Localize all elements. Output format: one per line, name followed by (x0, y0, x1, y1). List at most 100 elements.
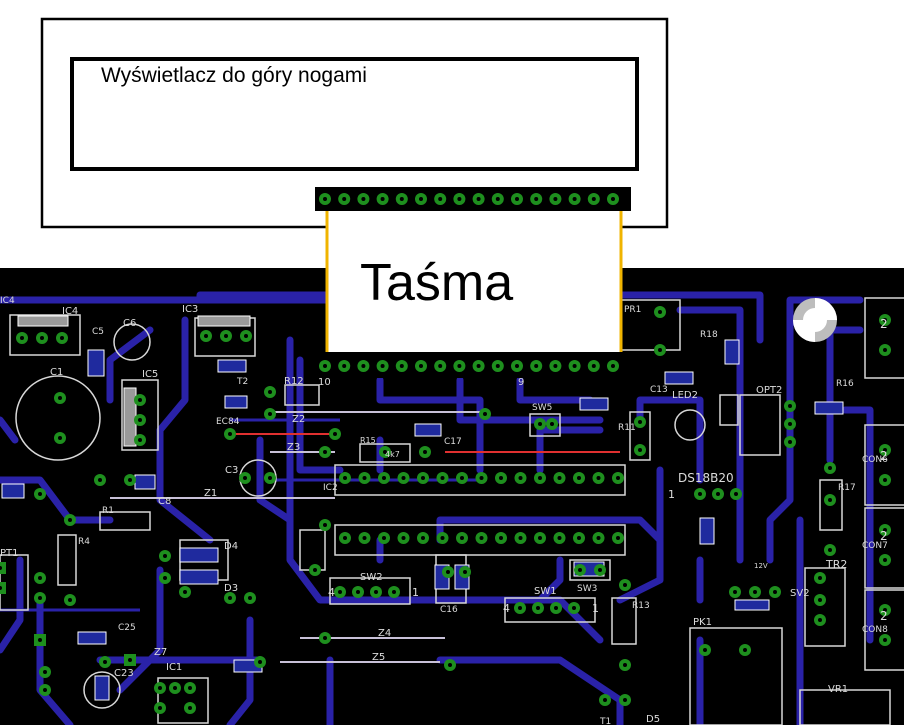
pad-hole (248, 596, 252, 600)
pad-hole (483, 412, 487, 416)
pad-hole (743, 648, 747, 652)
header-pads (319, 193, 619, 372)
pad-hole (158, 706, 162, 710)
pad-hole (228, 432, 232, 436)
smd-component (87, 349, 105, 377)
pad-hole (773, 590, 777, 594)
silk-label-z1: Z1 (204, 488, 217, 499)
silk-label-r17: R17 (838, 483, 856, 493)
silk-label-opt2: OPT2 (756, 385, 782, 396)
pad-hole (460, 536, 464, 540)
pad-hole (421, 536, 425, 540)
pad-hole (38, 596, 42, 600)
pad-hole (591, 197, 596, 201)
pad-hole (68, 598, 72, 602)
silk-label-v12: 12V (754, 562, 768, 570)
pad-hole (883, 478, 887, 482)
pad-hole (383, 450, 387, 454)
pad-hole (818, 598, 822, 602)
pad-hole (538, 536, 542, 540)
pad-hole (60, 336, 64, 340)
pad-hole (828, 466, 832, 470)
pad-hole (479, 476, 484, 480)
pad-hole (623, 583, 627, 587)
pad-hole (616, 536, 620, 540)
pad-hole (361, 364, 366, 368)
pad-hole (224, 334, 228, 338)
pad-hole (463, 570, 467, 574)
silk-label-con6: CON6 (862, 455, 888, 465)
pad-hole (380, 364, 385, 368)
pad-hole (828, 548, 832, 552)
pad-hole (578, 568, 582, 572)
pad-hole (553, 364, 558, 368)
silk-label-ic1: IC1 (166, 662, 182, 673)
silk-label-d3: D3 (224, 583, 238, 594)
pad-hole (38, 576, 42, 580)
silk-label-z4: Z4 (378, 628, 391, 639)
silk-label-con7: CON7 (862, 541, 888, 551)
pad-hole (883, 638, 887, 642)
pad-hole (572, 197, 577, 201)
pad-hole (20, 336, 24, 340)
pad-hole (138, 398, 142, 402)
silk-label-r12: R12 (284, 376, 304, 387)
silk-label-led2: LED2 (672, 390, 698, 401)
ic3-tab (197, 315, 251, 327)
pad-hole (163, 576, 167, 580)
silk-label-z3: Z3 (287, 442, 300, 453)
pad-hole (591, 364, 596, 368)
silk-label-r15v: 4k7 (385, 450, 400, 459)
pad-hole (611, 364, 615, 368)
pad-hole (98, 478, 102, 482)
pad-hole (638, 420, 642, 424)
pad-hole (788, 404, 792, 408)
pad-hole (68, 518, 72, 522)
pad-hole (828, 498, 832, 502)
pad-hole (518, 476, 523, 480)
pad-hole (342, 364, 347, 368)
pad-hole (557, 536, 562, 540)
pad-hole (423, 450, 427, 454)
smd-component (414, 423, 442, 437)
silk-label-r15: R15 (360, 436, 376, 445)
silk-label-z2: Z2 (292, 414, 305, 425)
pad-hole (323, 636, 327, 640)
silk-label-r13: R13 (632, 601, 650, 611)
pad-hole (603, 698, 607, 702)
pad-hole (338, 590, 342, 594)
silk-label-vr1: VR1 (828, 684, 848, 695)
pad-hole (268, 476, 272, 480)
silk-label-r1: R1 (102, 506, 114, 516)
pad-hole (440, 536, 445, 540)
pad-hole (534, 364, 539, 368)
silk-label-c6: C6 (123, 318, 136, 329)
pad-hole (788, 422, 792, 426)
silk-label-ec84: EC84 (216, 417, 240, 427)
display-screen (70, 57, 639, 171)
silk-label-pt1: PT1 (0, 548, 19, 559)
silk-label-d4: D4 (224, 541, 238, 552)
silk-label-t1: T1 (599, 717, 611, 725)
pad-hole (438, 364, 443, 368)
square-pad (0, 582, 6, 594)
silk-label-c23: C23 (114, 668, 134, 679)
pad-hole (476, 364, 481, 368)
silk-label-sw2: SW2 (360, 572, 383, 583)
pad-hole (518, 536, 523, 540)
pad-hole (572, 364, 577, 368)
silk-label-ic5: IC5 (142, 369, 158, 380)
display-title: Wyświetlacz do góry nogami (101, 64, 367, 87)
pad-hole (658, 310, 662, 314)
pad-hole (258, 660, 262, 664)
pad-hole (382, 536, 386, 540)
pad-hole (228, 596, 232, 600)
pad-hole (323, 450, 327, 454)
pad-hole (128, 478, 132, 482)
ribbon-label: Taśma (360, 254, 513, 312)
silk-label-z7: Z7 (154, 647, 167, 658)
pad-hole (883, 608, 887, 612)
ic5-tab (123, 387, 137, 447)
pad-hole (342, 197, 347, 201)
